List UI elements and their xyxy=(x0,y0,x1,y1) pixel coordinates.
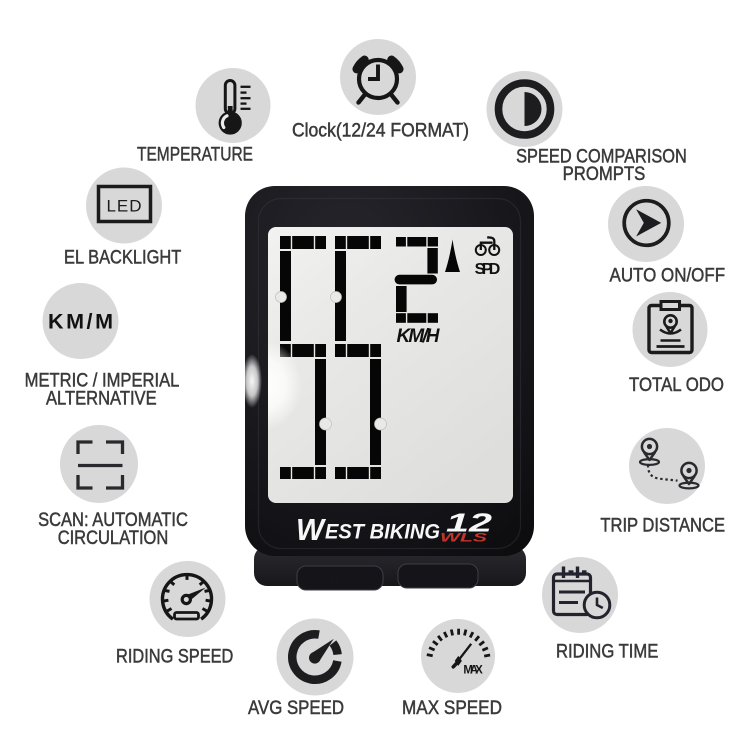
svg-text:AVG SPEED: AVG SPEED xyxy=(248,697,344,719)
svg-text:AUTO ON/OFF: AUTO ON/OFF xyxy=(610,265,726,287)
svg-text:SPEED COMPARISON: SPEED COMPARISON xyxy=(516,146,687,168)
svg-text:SPD: SPD xyxy=(475,261,501,278)
svg-text:EST BIKING: EST BIKING xyxy=(325,521,440,544)
svg-text:Clock(12/24 FORMAT): Clock(12/24 FORMAT) xyxy=(292,120,469,142)
svg-text:MAX: MAX xyxy=(463,664,483,676)
svg-text:WLS: WLS xyxy=(440,533,488,545)
svg-text:TOTAL ODO: TOTAL ODO xyxy=(629,374,724,396)
svg-text:KM/M: KM/M xyxy=(48,310,113,334)
svg-text:KM/H: KM/H xyxy=(397,326,441,347)
svg-text:PROMPTS: PROMPTS xyxy=(563,163,646,185)
svg-text:S: S xyxy=(433,572,439,582)
svg-text:CIRCULATION: CIRCULATION xyxy=(58,527,169,549)
svg-text:W: W xyxy=(296,512,327,547)
svg-text:EL BACKLIGHT: EL BACKLIGHT xyxy=(64,247,181,269)
svg-text:METRIC / IMPERIAL: METRIC / IMPERIAL xyxy=(25,369,180,391)
svg-text:TEMPERATURE: TEMPERATURE xyxy=(137,144,253,166)
svg-text:RIDING SPEED: RIDING SPEED xyxy=(116,645,233,667)
svg-text:M: M xyxy=(330,574,338,584)
svg-text:TRIP DISTANCE: TRIP DISTANCE xyxy=(600,515,725,537)
svg-text:ALTERNATIVE: ALTERNATIVE xyxy=(46,388,157,410)
svg-text:LED: LED xyxy=(107,197,142,216)
svg-text:SCAN: AUTOMATIC: SCAN: AUTOMATIC xyxy=(38,509,188,531)
svg-text:12: 12 xyxy=(446,508,493,538)
svg-text:MAX SPEED: MAX SPEED xyxy=(402,697,502,719)
svg-text:RIDING TIME: RIDING TIME xyxy=(556,640,658,662)
